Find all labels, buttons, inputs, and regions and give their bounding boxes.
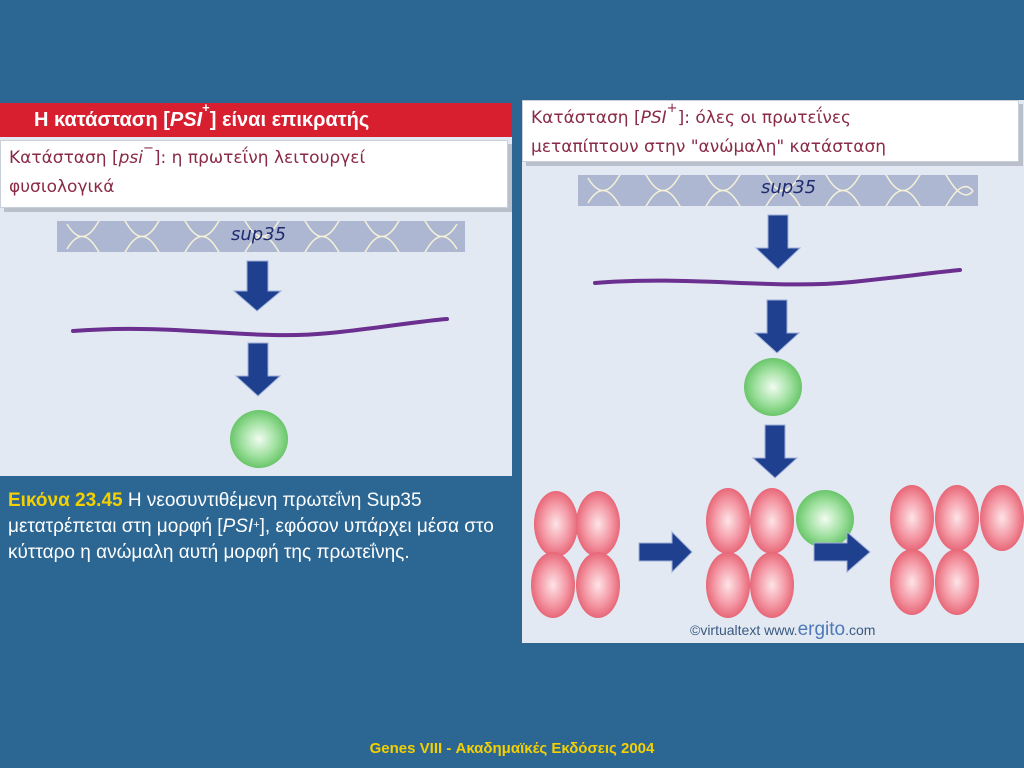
dna-helix-icon xyxy=(66,221,458,252)
dominant-state-header: Η κατάσταση [PSI+] είναι επικρατής xyxy=(0,100,512,137)
arrow-down-icon xyxy=(232,260,283,312)
prion-aggregate xyxy=(531,491,620,618)
state-prefix: Κατάσταση [ xyxy=(531,108,641,128)
arrow-right-icon xyxy=(638,530,693,574)
left-pathway-graphics xyxy=(71,260,449,468)
state-term: psi xyxy=(118,148,143,168)
header-sup: + xyxy=(202,100,210,115)
state-term: PSI xyxy=(640,108,667,128)
arrow-down-icon xyxy=(234,342,282,397)
caption-sup: + xyxy=(253,519,260,531)
caption-text-b: ], εφόσον υπάρχει μέσα στο κύτταρο η ανώ… xyxy=(8,516,494,563)
psi-plus-state-box: Κατάσταση [PSI+]: όλες οι πρωτεΐνες μετα… xyxy=(522,100,1019,162)
dna-helix-icon xyxy=(587,175,974,206)
gene-label: sup35 xyxy=(231,224,287,245)
header-suffix: ] είναι επικρατής xyxy=(209,109,370,131)
gene-label: sup35 xyxy=(761,177,817,198)
credit-brand: ergito xyxy=(797,619,846,640)
new-protein xyxy=(744,358,802,416)
normal-protein xyxy=(230,410,288,468)
normal-state-panel: Η κατάσταση [PSI+] είναι επικρατής Κατάσ… xyxy=(0,100,512,476)
credit-prefix: ©virtualtext www. xyxy=(690,622,798,638)
credit-suffix: .com xyxy=(845,622,876,638)
arrow-right-icon xyxy=(813,530,871,574)
state-sup: − xyxy=(142,141,154,156)
right-pathway-graphics xyxy=(531,214,1024,618)
arrow-down-icon xyxy=(751,424,799,479)
header-prefix: Η κατάσταση [ xyxy=(34,109,170,131)
copyright-credit: ©virtualtext www.ergito.com xyxy=(690,619,875,641)
figure-caption: Εικόνα 23.45 Η νεοσυντιθέμενη πρωτεΐνη S… xyxy=(8,488,508,566)
state-suffix: ]: όλες οι πρωτεΐνες xyxy=(677,108,852,128)
state-prefix: Κατάσταση [ xyxy=(9,148,119,168)
prion-aggregate xyxy=(706,488,794,618)
mrna-strand xyxy=(593,268,962,287)
state-line2: φυσιολογικά xyxy=(9,177,115,197)
converting-protein xyxy=(796,490,854,548)
prion-state-panel: Κατάσταση [PSI+]: όλες οι πρωτεΐνες μετα… xyxy=(522,100,1024,643)
psi-minus-state-box: Κατάσταση [psi−]: η πρωτεΐνη λειτουργεί … xyxy=(0,140,508,208)
gene-bar: sup35 xyxy=(578,175,978,206)
arrow-down-icon xyxy=(753,299,801,354)
mrna-strand xyxy=(71,317,449,338)
caption-term: PSI xyxy=(222,516,254,537)
state-line2: μεταπίπτουν στην "ανώμαλη" κατάσταση xyxy=(531,137,886,157)
state-suffix: ]: η πρωτεΐνη λειτουργεί xyxy=(153,148,366,168)
caption-text-a: Η νεοσυντιθέμενη πρωτεΐνη Sup35 μετατρέπ… xyxy=(8,490,422,537)
footer: Genes VIII - Ακαδημαϊκές Εκδόσεις 2004 xyxy=(369,740,655,757)
prion-aggregate xyxy=(890,485,1024,615)
state-sup: + xyxy=(666,101,678,116)
gene-bar: sup35 xyxy=(57,221,465,252)
arrow-down-icon xyxy=(754,214,802,270)
header-term: PSI xyxy=(169,109,203,131)
figure-number: Εικόνα 23.45 xyxy=(8,490,123,511)
